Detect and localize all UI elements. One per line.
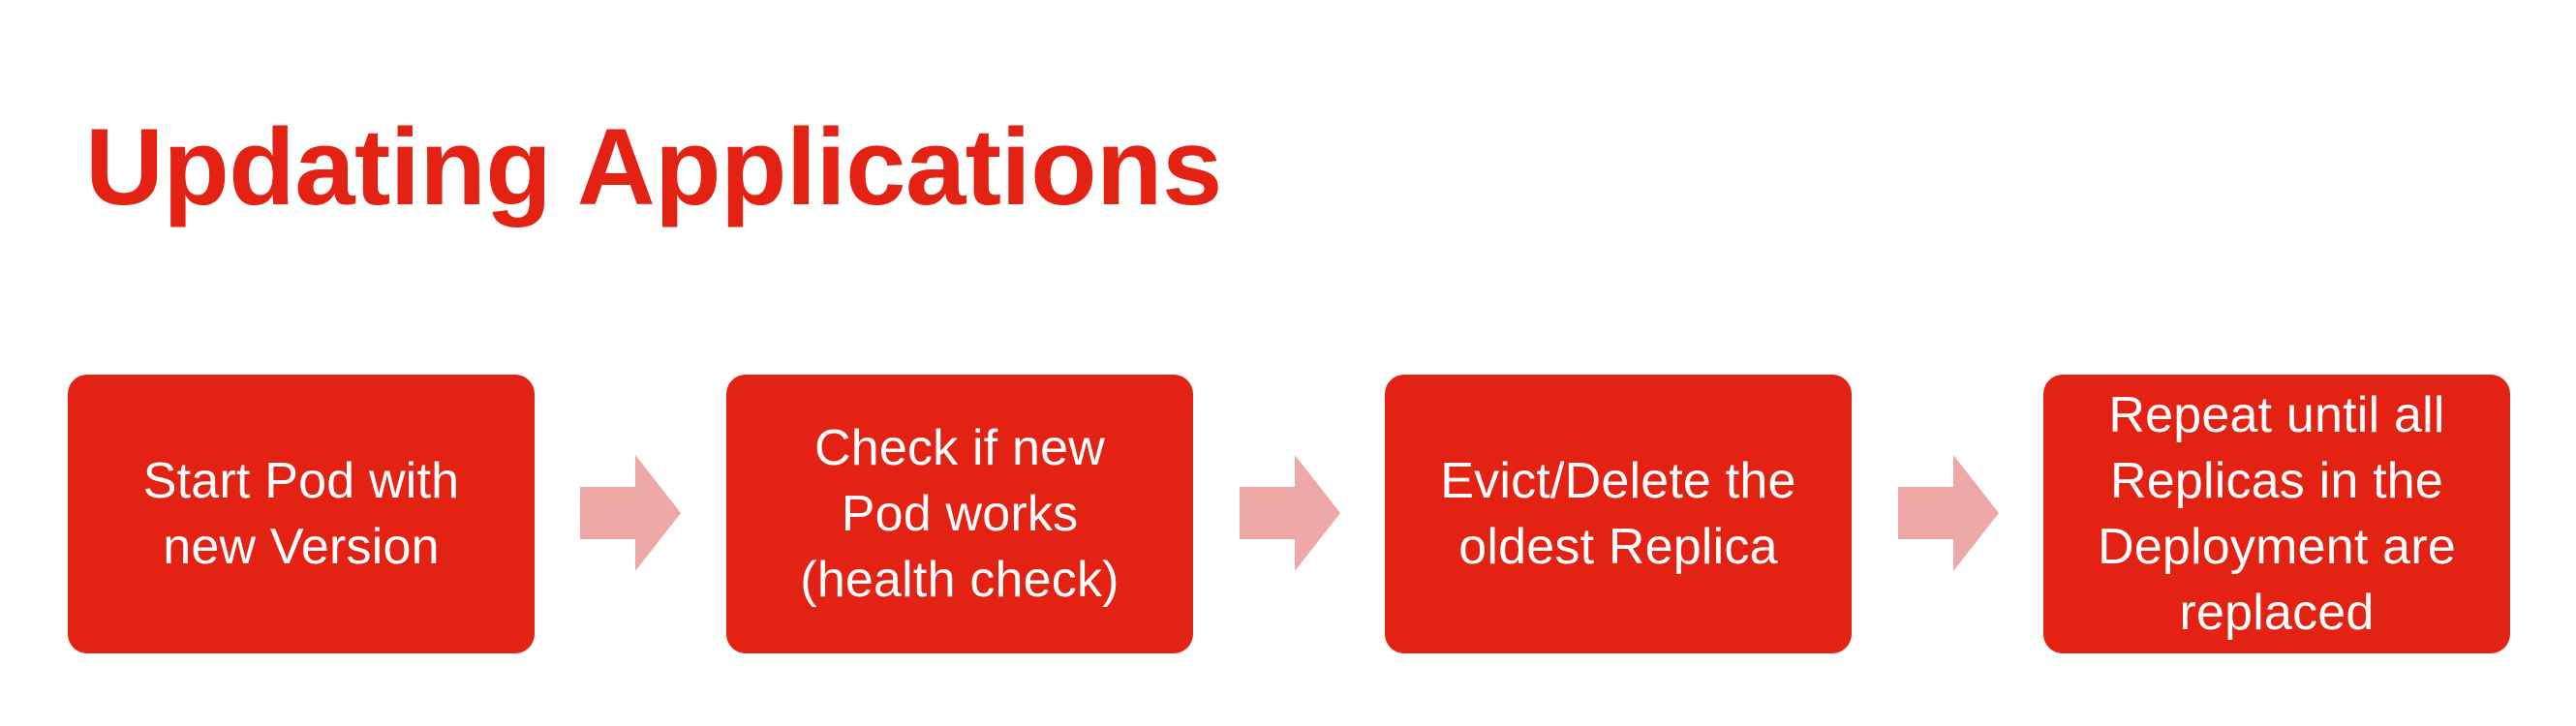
flow-step-3[interactable]: Evict/Delete the oldest Replica	[1385, 375, 1852, 653]
flow-step-4-label: Repeat until all Replicas in the Deploym…	[2098, 387, 2456, 641]
flow-connector-2	[1240, 455, 1340, 571]
flow-step-1-label: Start Pod with new Version	[142, 453, 460, 575]
flow-step-1[interactable]: Start Pod with new Version	[68, 375, 535, 653]
flow-step-3-label: Evict/Delete the oldest Replica	[1440, 453, 1796, 575]
flow-step-2[interactable]: Check if new Pod works (health check)	[726, 375, 1193, 653]
arrow-right-icon	[580, 455, 681, 571]
flow-step-4[interactable]: Repeat until all Replicas in the Deploym…	[2043, 375, 2510, 653]
page-title: Updating Applications	[85, 106, 1222, 228]
flow-connector-3	[1898, 455, 1999, 571]
flow-connector-1	[580, 455, 681, 571]
arrow-right-icon	[1898, 455, 1999, 571]
flow-step-2-label: Check if new Pod works (health check)	[800, 420, 1119, 608]
arrow-right-icon	[1240, 455, 1340, 571]
